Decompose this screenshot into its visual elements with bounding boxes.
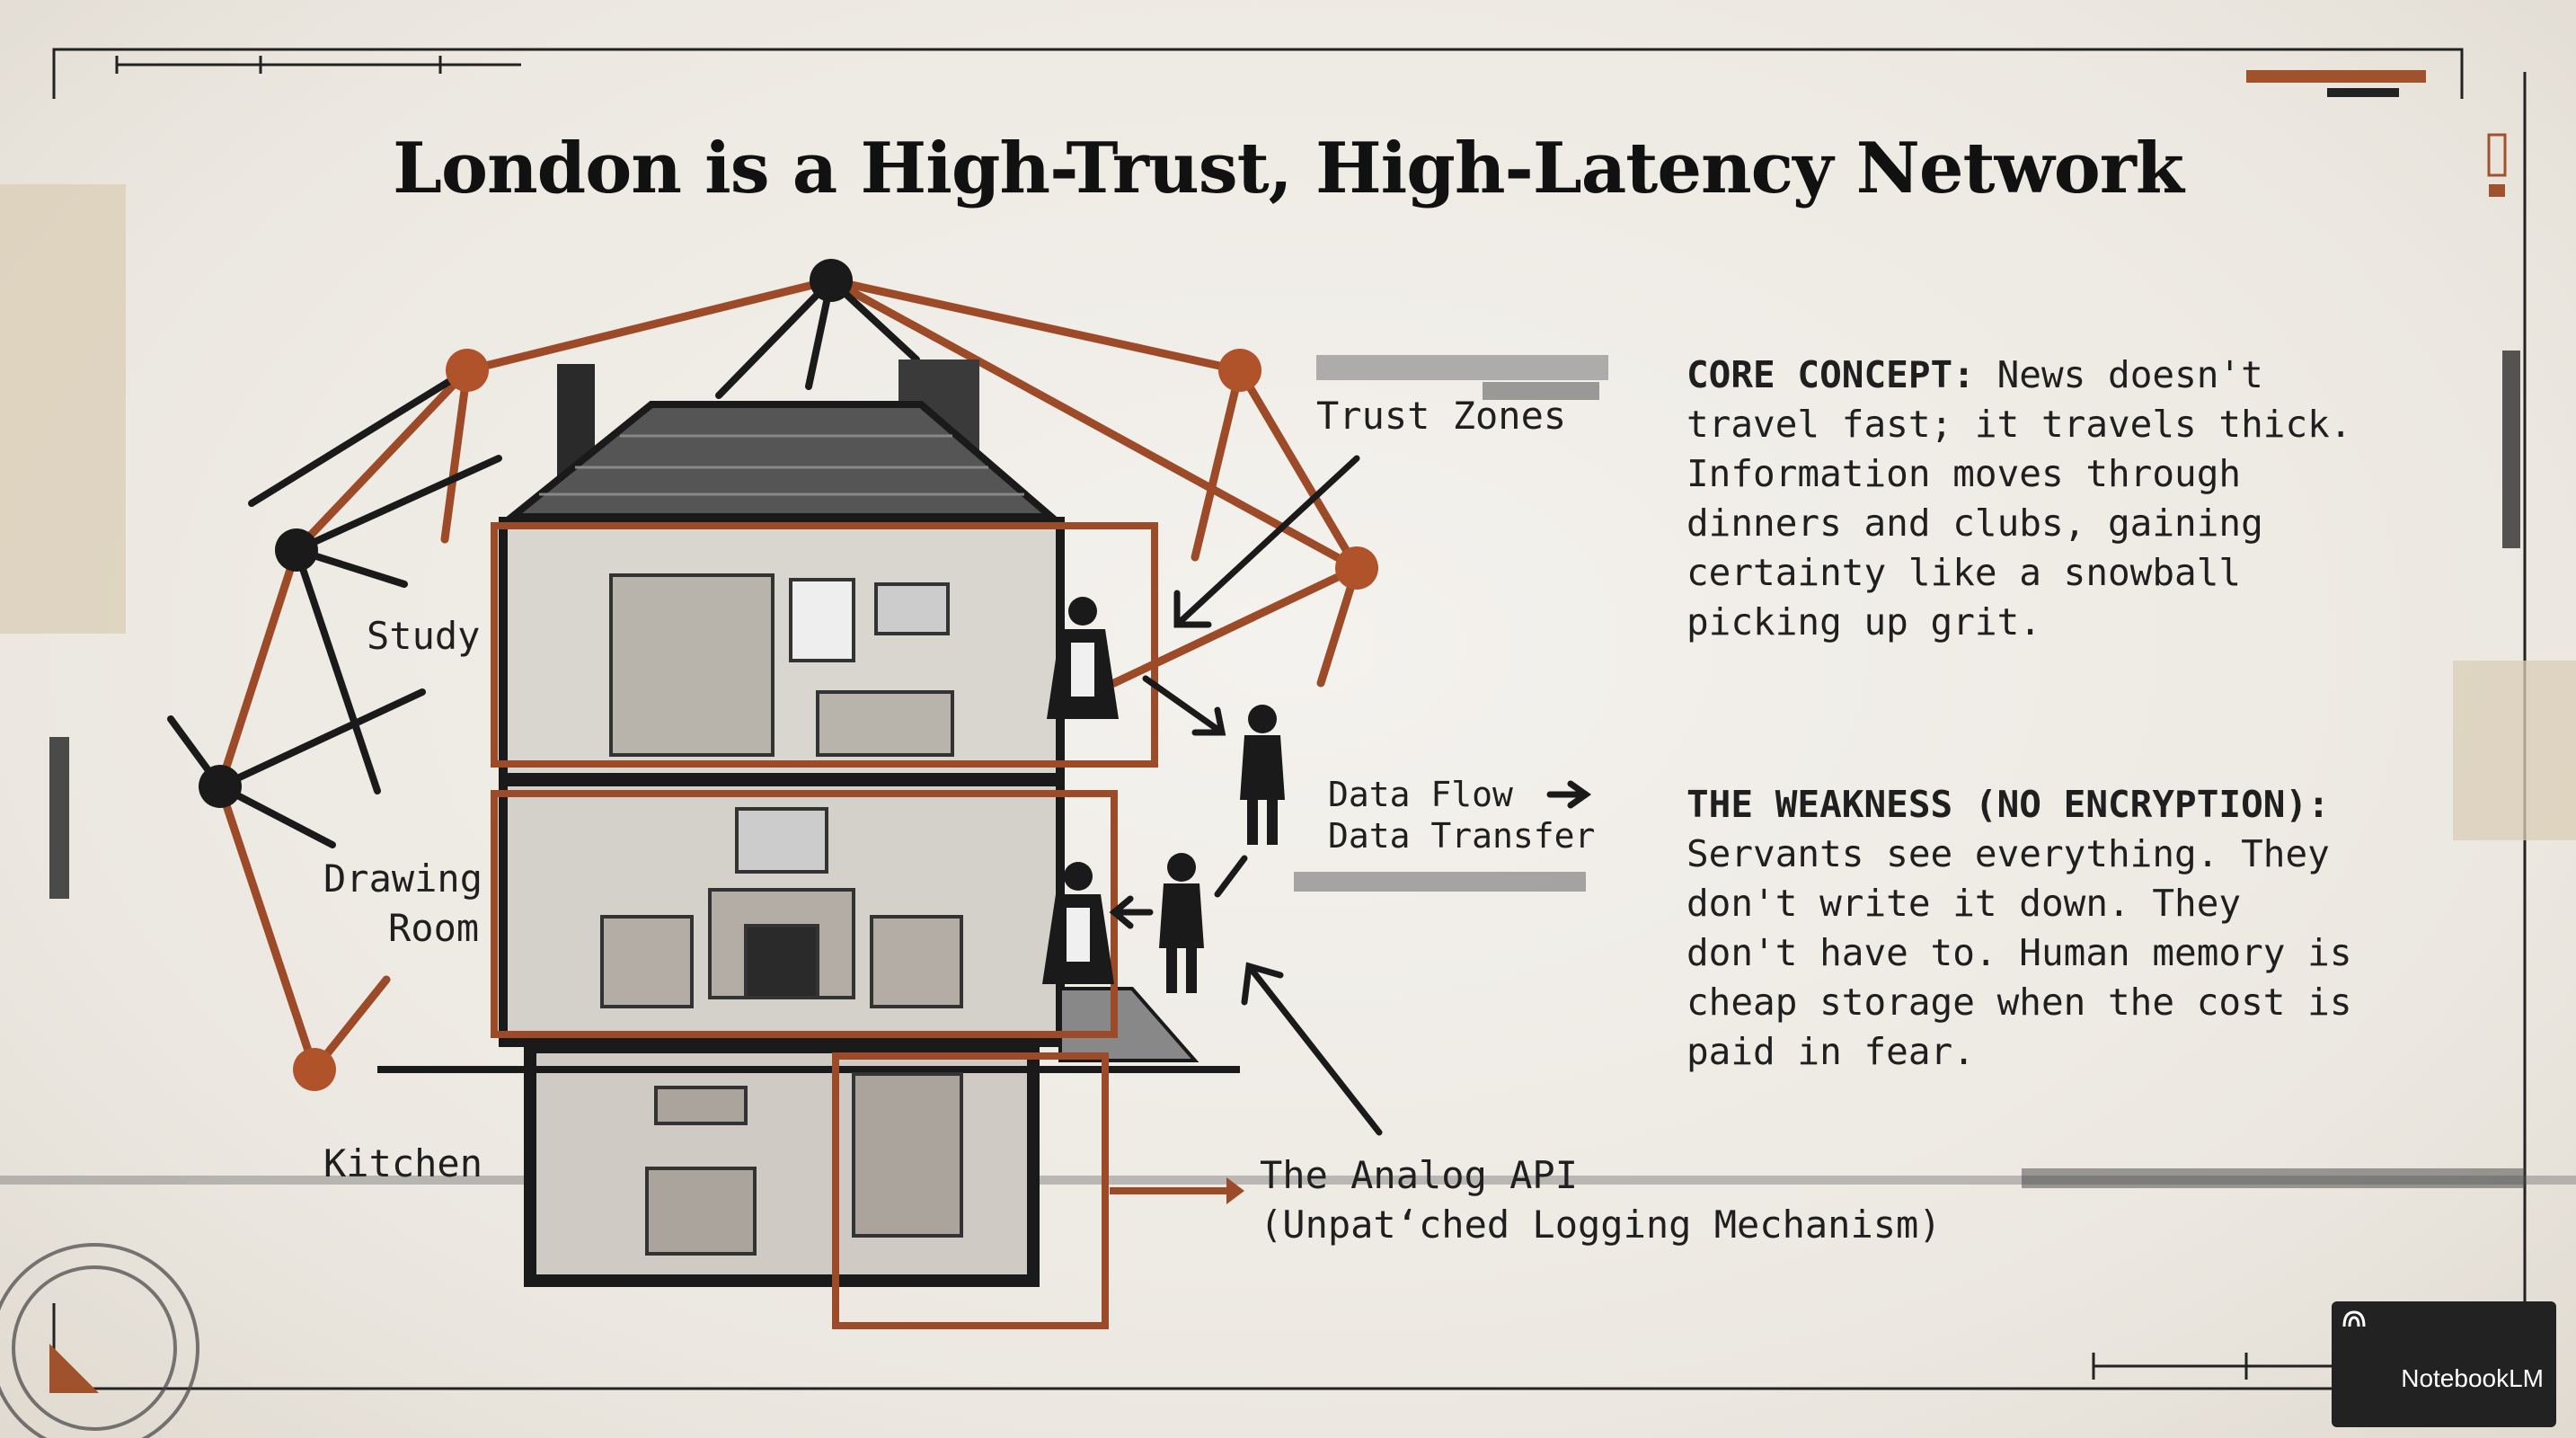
arrow-maid-to-butler — [1142, 675, 1226, 736]
core-concept-line: picking up grit. — [1686, 600, 2041, 644]
network-node — [446, 349, 489, 392]
trust-zone-box-kitchen — [832, 1052, 1109, 1329]
label-kitchen: Kitchen — [323, 1141, 483, 1185]
trust-network-edges — [216, 276, 1361, 1074]
maid-figure-upper — [1047, 597, 1119, 719]
weakness-line: don't write it down. They — [1686, 882, 2242, 925]
armchair-left — [600, 915, 694, 1008]
slide-title: London is a High-Trust, High-Latency Net… — [393, 128, 2184, 209]
staircase — [1058, 987, 1199, 1062]
label-study: Study — [367, 614, 481, 658]
tape-right — [2453, 661, 2576, 840]
study-floor — [499, 517, 1065, 782]
notebooklm-logo-icon — [2342, 1310, 2366, 1327]
weakness-heading: THE WEAKNESS (NO ENCRYPTION): — [1686, 783, 2330, 826]
servant-figures — [1042, 597, 1285, 993]
painting — [874, 582, 950, 635]
fireplace-opening — [744, 924, 819, 999]
corner-triangle — [49, 1344, 99, 1393]
network-node — [199, 765, 242, 808]
range-hood — [654, 1086, 748, 1125]
arrow-analog-api — [1245, 963, 1383, 1136]
bookshelf — [609, 573, 775, 757]
tape-left — [0, 184, 126, 634]
core-concept-heading: CORE CONCEPT: — [1686, 353, 1975, 396]
arrow-butler-to-butler — [1214, 855, 1248, 898]
label-analog-api-2: (Unpat‘ched Logging Mechanism) — [1260, 1203, 1942, 1247]
label-drawing-room-2: Room — [388, 906, 480, 950]
butler-figure-lower — [1159, 853, 1204, 993]
arrow-trust-zones — [1173, 455, 1360, 628]
trust-zone-box-study — [491, 522, 1158, 768]
core-concept-line: Information moves through — [1686, 452, 2242, 495]
stamp-seal — [0, 1243, 199, 1438]
core-concept-block: CORE CONCEPT: News doesn't travel fast; … — [1686, 351, 2352, 647]
window — [789, 578, 855, 662]
core-concept-line: dinners and clubs, gaining — [1686, 502, 2263, 545]
weakness-line: cheap storage when the cost is — [1686, 981, 2352, 1024]
weakness-block: THE WEAKNESS (NO ENCRYPTION): Servants s… — [1686, 780, 2352, 1077]
glitch-band-dark — [2022, 1168, 2525, 1188]
label-drawing-room-1: Drawing — [323, 857, 483, 901]
weakness-line: Servants see everything. They — [1686, 832, 2330, 875]
desk — [816, 690, 954, 757]
label-analog-api-1: The Analog API — [1260, 1153, 1579, 1197]
core-concept-line: News doesn't — [1996, 353, 2263, 396]
network-node — [275, 528, 318, 572]
brand-label: NotebookLM — [2401, 1364, 2544, 1392]
flow-arrows — [1109, 455, 1592, 1136]
arrow-kitchen-to-api-head — [1226, 1177, 1244, 1204]
armchair-right — [870, 915, 963, 1008]
stove — [645, 1167, 757, 1256]
network-node — [1218, 349, 1261, 392]
label-trust-zones: Trust Zones — [1316, 394, 1567, 438]
network-node — [293, 1048, 336, 1091]
label-data-flow: Data Flow — [1328, 775, 1513, 814]
weakness-line: paid in fear. — [1686, 1030, 1975, 1073]
core-concept-line: travel fast; it travels thick. — [1686, 403, 2352, 446]
mirror — [735, 807, 828, 874]
glitch-blocks — [1294, 355, 1608, 892]
dresser — [852, 1072, 963, 1238]
house-cutaway — [377, 360, 1240, 1329]
trust-network-dark-edges — [167, 277, 920, 848]
weakness-line: don't have to. Human memory is — [1686, 931, 2352, 974]
network-node — [1335, 546, 1378, 590]
notebooklm-badge: NotebookLM — [2332, 1301, 2556, 1427]
trust-network-nodes — [199, 259, 1378, 1091]
maid-figure-lower — [1042, 862, 1114, 984]
core-concept-line: certainty like a snowball — [1686, 551, 2242, 594]
butler-figure-upper — [1240, 705, 1285, 845]
glitch-band — [0, 1176, 2576, 1185]
network-node — [810, 259, 853, 302]
label-data-transfer: Data Transfer — [1328, 816, 1596, 856]
